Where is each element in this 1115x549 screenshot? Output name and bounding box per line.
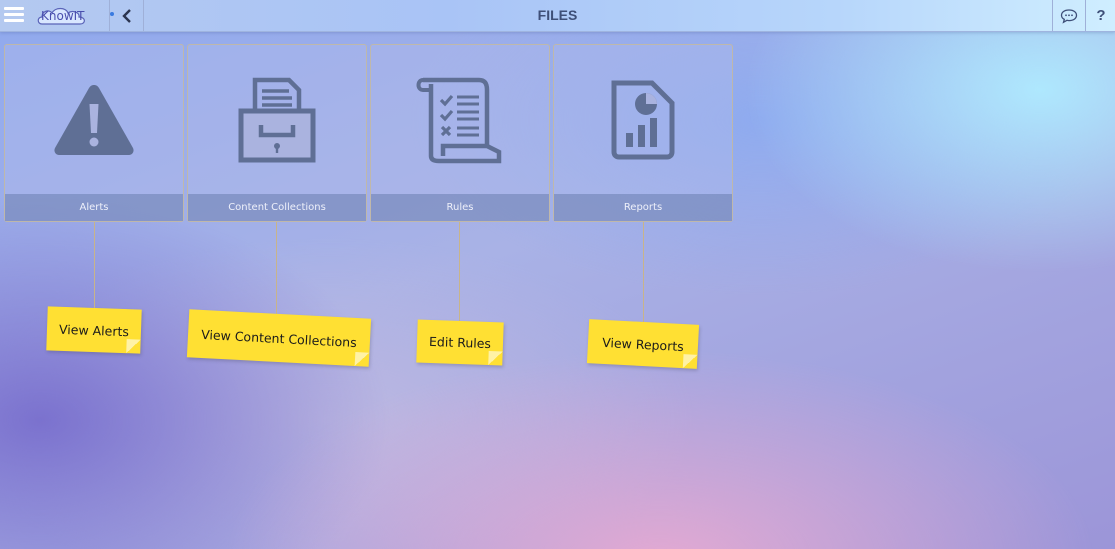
status-dot (110, 12, 114, 16)
note-edit-rules[interactable]: Edit Rules (416, 319, 504, 366)
connector-line (459, 222, 460, 324)
tile-reports[interactable]: Reports (553, 44, 733, 222)
note-label: View Reports (601, 334, 685, 354)
knowit-logo[interactable]: KnowIT (36, 5, 90, 27)
note-fold (682, 354, 698, 369)
tile-label: Reports (554, 194, 732, 221)
hamburger-menu-icon[interactable] (4, 7, 24, 23)
chat-button[interactable] (1052, 0, 1085, 31)
note-label: Edit Rules (428, 333, 492, 352)
report-chart-icon (611, 80, 675, 160)
tile-label: Content Collections (188, 194, 366, 221)
warning-triangle-icon (54, 85, 134, 155)
archive-box-icon (238, 77, 316, 163)
tile-label: Alerts (5, 194, 183, 221)
top-bar: KnowIT FILES ? (0, 0, 1115, 32)
note-fold (354, 352, 370, 367)
page-title: FILES (537, 7, 578, 23)
tile-label: Rules (371, 194, 549, 221)
tile-alerts[interactable]: Alerts (4, 44, 184, 222)
note-fold (126, 339, 141, 354)
tile-rules[interactable]: Rules (370, 44, 550, 222)
tile-content-collections[interactable]: Content Collections (187, 44, 367, 222)
checklist-scroll-icon (416, 77, 502, 164)
chat-bubble-icon (1060, 8, 1078, 24)
chevron-left-icon (121, 8, 131, 23)
back-button[interactable] (109, 0, 144, 31)
logo-cloud-icon (37, 7, 85, 25)
connector-line (94, 222, 95, 310)
note-label: View Content Collections (200, 326, 358, 350)
note-fold (488, 351, 503, 366)
help-button[interactable]: ? (1085, 0, 1115, 31)
connector-line (643, 222, 644, 324)
connector-line (276, 222, 277, 316)
note-view-reports[interactable]: View Reports (586, 319, 700, 369)
logo-text: KnowIT (41, 9, 85, 23)
note-label: View Alerts (58, 321, 130, 339)
note-view-content-collections[interactable]: View Content Collections (186, 309, 372, 367)
note-view-alerts[interactable]: View Alerts (46, 306, 142, 354)
